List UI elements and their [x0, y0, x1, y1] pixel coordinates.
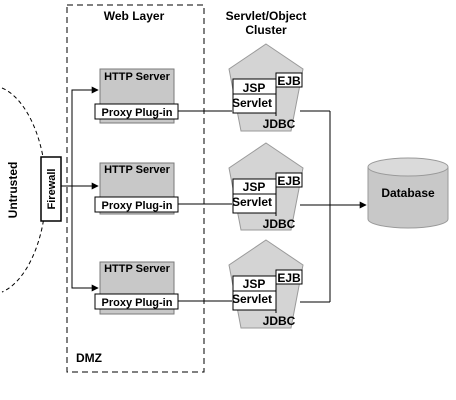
proxy-plugin-label: Proxy Plug-in: [102, 107, 173, 119]
servlet-label: Servlet: [232, 96, 272, 110]
jsp-label: JSP: [243, 81, 266, 95]
servlet-label: Servlet: [232, 292, 272, 306]
http-server-2: HTTP Server Proxy Plug-in: [94, 162, 179, 215]
firewall-label: Firewall: [46, 169, 58, 210]
http-server-title: HTTP Server: [104, 263, 171, 275]
untrusted-boundary: [1, 87, 47, 293]
http-server-title: HTTP Server: [104, 164, 171, 176]
dmz-region: [66, 4, 205, 373]
http-server-1: HTTP Server Proxy Plug-in: [94, 68, 179, 124]
ejb-label: EJB: [277, 74, 301, 88]
jdbc-label: JDBC: [263, 217, 296, 231]
web-layer-label: Web Layer: [104, 9, 165, 23]
cluster-node-3: JSP Servlet EJB JDBC: [228, 239, 304, 329]
proxy-plugin-label: Proxy Plug-in: [102, 200, 173, 212]
firewall-link-bottom: [61, 185, 99, 292]
jdbc-label: JDBC: [263, 117, 296, 131]
jsp-label: JSP: [243, 277, 266, 291]
cluster-node-1: JSP Servlet EJB JDBC: [228, 43, 304, 132]
ejb-label: EJB: [277, 271, 301, 285]
firewall-box: [40, 156, 62, 222]
cluster-node-2: JSP Servlet EJB JDBC: [228, 142, 304, 231]
proxy-plugin-label: Proxy Plug-in: [102, 297, 173, 309]
http-server-title: HTTP Server: [104, 71, 171, 83]
http-server-3: HTTP Server Proxy Plug-in: [94, 261, 179, 315]
jdbc-label: JDBC: [263, 314, 296, 328]
untrusted-label: Untrusted: [6, 162, 20, 219]
cluster-label-line2: Cluster: [245, 23, 287, 37]
servlet-label: Servlet: [232, 195, 272, 209]
database-cylinder: [367, 157, 449, 229]
database-label: Database: [381, 186, 435, 200]
jsp-label: JSP: [243, 180, 266, 194]
dmz-label: DMZ: [76, 351, 102, 365]
cluster-label-line1: Servlet/Object: [226, 9, 307, 23]
ejb-label: EJB: [277, 174, 301, 188]
